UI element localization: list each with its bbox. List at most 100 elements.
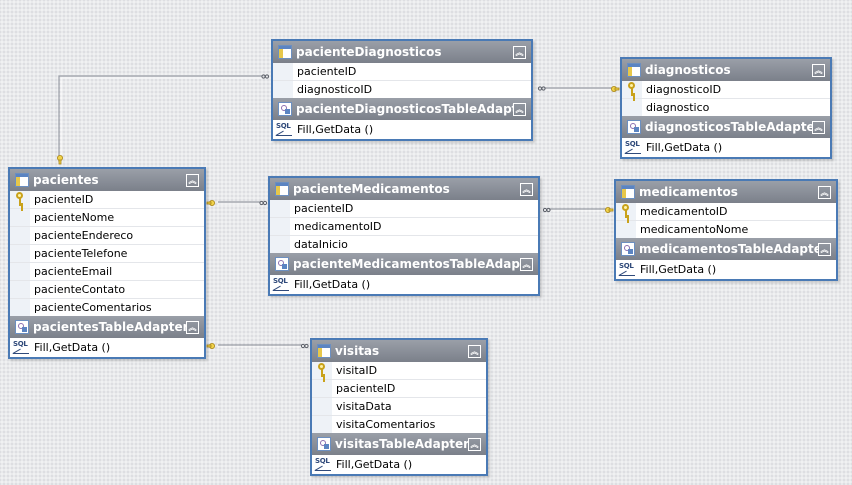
double-chevron-up-icon[interactable]: ︽ bbox=[812, 120, 825, 134]
column-row[interactable]: pacienteID bbox=[273, 63, 531, 81]
adapter-header[interactable]: visitasTableAdapter ︽ bbox=[312, 433, 486, 455]
adapter-method-row[interactable]: SQL Fill,GetData () bbox=[10, 338, 204, 357]
column-row[interactable]: pacienteID bbox=[312, 380, 486, 398]
method-name: Fill,GetData () bbox=[297, 123, 374, 136]
table-medicamentos[interactable]: medicamentos ︽ medicamentoID medicamento… bbox=[614, 179, 838, 281]
table-icon bbox=[278, 45, 292, 59]
column-name: pacienteID bbox=[34, 193, 94, 206]
column-row[interactable]: dataInicio bbox=[270, 236, 538, 253]
double-chevron-up-icon[interactable]: ︽ bbox=[468, 344, 481, 358]
column-row[interactable]: diagnostico bbox=[622, 99, 830, 116]
column-row[interactable]: pacienteEndereco bbox=[10, 227, 204, 245]
double-chevron-up-icon[interactable]: ︽ bbox=[186, 320, 199, 334]
infinity-end-icon bbox=[300, 343, 309, 349]
adapter-method-row[interactable]: SQL Fill,GetData () bbox=[273, 120, 531, 139]
adapter-header[interactable]: pacientesTableAdapter ︽ bbox=[10, 316, 204, 338]
primary-key-icon bbox=[627, 82, 637, 96]
double-chevron-up-icon[interactable]: ︽ bbox=[812, 63, 825, 77]
adapter-header[interactable]: pacienteMedicamentosTableAdapter ︽ bbox=[270, 253, 538, 275]
primary-key-icon bbox=[317, 363, 327, 377]
table-pacientes[interactable]: pacientes ︽ pacienteID pacienteNome paci… bbox=[8, 167, 206, 359]
column-row[interactable]: pacienteTelefone bbox=[10, 245, 204, 263]
table-pacienteMedicamentos[interactable]: pacienteMedicamentos ︽ pacienteID medica… bbox=[268, 176, 540, 296]
sql-query-icon: SQL bbox=[276, 122, 292, 136]
column-row[interactable]: visitaComentarios bbox=[312, 416, 486, 433]
double-chevron-up-icon[interactable]: ︽ bbox=[513, 102, 526, 116]
double-chevron-up-icon[interactable]: ︽ bbox=[468, 437, 481, 451]
column-row[interactable]: pacienteID bbox=[10, 191, 204, 209]
method-name: Fill,GetData () bbox=[336, 458, 413, 471]
table-header[interactable]: pacienteMedicamentos ︽ bbox=[270, 178, 538, 200]
column-row[interactable]: diagnosticoID bbox=[273, 81, 531, 98]
column-row[interactable]: pacienteNome bbox=[10, 209, 204, 227]
table-title: visitas bbox=[335, 344, 380, 358]
adapter-method-row[interactable]: SQL Fill,GetData () bbox=[622, 138, 830, 157]
column-row[interactable]: diagnosticoID bbox=[622, 81, 830, 99]
column-name: diagnostico bbox=[646, 101, 710, 114]
key-end-icon bbox=[605, 206, 614, 213]
double-chevron-up-icon[interactable]: ︽ bbox=[513, 45, 526, 59]
table-icon bbox=[317, 344, 331, 358]
adapter-title: pacienteMedicamentosTableAdapter bbox=[293, 257, 520, 271]
adapter-header[interactable]: pacienteDiagnosticosTableAdapter ︽ bbox=[273, 98, 531, 120]
double-chevron-up-icon[interactable]: ︽ bbox=[520, 257, 533, 271]
column-name: pacienteID bbox=[294, 202, 354, 215]
adapter-method-row[interactable]: SQL Fill,GetData () bbox=[616, 260, 836, 279]
column-name: medicamentoNome bbox=[640, 223, 749, 236]
table-title: pacienteDiagnosticos bbox=[296, 45, 442, 59]
table-adapter-icon bbox=[627, 120, 641, 134]
table-header[interactable]: pacientes ︽ bbox=[10, 169, 204, 191]
table-diagnosticos[interactable]: diagnosticos ︽ diagnosticoID diagnostico… bbox=[620, 57, 832, 159]
table-header[interactable]: medicamentos ︽ bbox=[616, 181, 836, 203]
table-adapter-icon bbox=[275, 257, 289, 271]
column-name: diagnosticoID bbox=[646, 83, 722, 96]
sql-query-icon: SQL bbox=[315, 457, 331, 471]
primary-key-icon bbox=[621, 204, 631, 218]
column-row[interactable]: pacienteComentarios bbox=[10, 299, 204, 316]
infinity-end-icon bbox=[261, 74, 270, 79]
table-header[interactable]: pacienteDiagnosticos ︽ bbox=[273, 41, 531, 63]
table-visitas[interactable]: visitas ︽ visitaID pacienteID visitaData… bbox=[310, 338, 488, 476]
column-name: pacienteEmail bbox=[34, 265, 113, 278]
column-list: pacienteID diagnosticoID bbox=[273, 63, 531, 98]
method-name: Fill,GetData () bbox=[646, 141, 723, 154]
table-adapter-icon bbox=[621, 242, 635, 256]
column-row[interactable]: medicamentoID bbox=[270, 218, 538, 236]
double-chevron-up-icon[interactable]: ︽ bbox=[818, 242, 831, 256]
column-name: visitaData bbox=[336, 400, 392, 413]
method-name: Fill,GetData () bbox=[294, 278, 371, 291]
adapter-method-row[interactable]: SQL Fill,GetData () bbox=[312, 455, 486, 474]
method-name: Fill,GetData () bbox=[34, 341, 111, 354]
sql-query-icon: SQL bbox=[625, 140, 641, 154]
adapter-title: visitasTableAdapter bbox=[335, 437, 468, 451]
double-chevron-up-icon[interactable]: ︽ bbox=[186, 173, 199, 187]
column-name: pacienteEndereco bbox=[34, 229, 134, 242]
adapter-method-row[interactable]: SQL Fill,GetData () bbox=[270, 275, 538, 294]
double-chevron-up-icon[interactable]: ︽ bbox=[818, 185, 831, 199]
table-title: diagnosticos bbox=[645, 63, 731, 77]
column-row[interactable]: pacienteEmail bbox=[10, 263, 204, 281]
column-name: pacienteID bbox=[336, 382, 396, 395]
column-row[interactable]: pacienteID bbox=[270, 200, 538, 218]
adapter-header[interactable]: medicamentosTableAdapter ︽ bbox=[616, 238, 836, 260]
table-pacienteDiagnosticos[interactable]: pacienteDiagnosticos ︽ pacienteID diagno… bbox=[271, 39, 533, 141]
table-header[interactable]: diagnosticos ︽ bbox=[622, 59, 830, 81]
key-end-icon bbox=[57, 154, 64, 165]
sql-query-icon: SQL bbox=[619, 262, 635, 276]
column-row[interactable]: visitaData bbox=[312, 398, 486, 416]
column-name: diagnosticoID bbox=[297, 83, 373, 96]
column-row[interactable]: medicamentoID bbox=[616, 203, 836, 221]
column-name: medicamentoID bbox=[640, 205, 728, 218]
table-icon bbox=[621, 185, 635, 199]
adapter-header[interactable]: diagnosticosTableAdapter ︽ bbox=[622, 116, 830, 138]
table-title: medicamentos bbox=[639, 185, 738, 199]
column-name: visitaComentarios bbox=[336, 418, 436, 431]
double-chevron-up-icon[interactable]: ︽ bbox=[520, 182, 533, 196]
primary-key-icon bbox=[15, 192, 25, 206]
column-name: pacienteID bbox=[297, 65, 357, 78]
column-row[interactable]: visitaID bbox=[312, 362, 486, 380]
column-row[interactable]: medicamentoNome bbox=[616, 221, 836, 238]
column-row[interactable]: pacienteContato bbox=[10, 281, 204, 299]
table-header[interactable]: visitas ︽ bbox=[312, 340, 486, 362]
